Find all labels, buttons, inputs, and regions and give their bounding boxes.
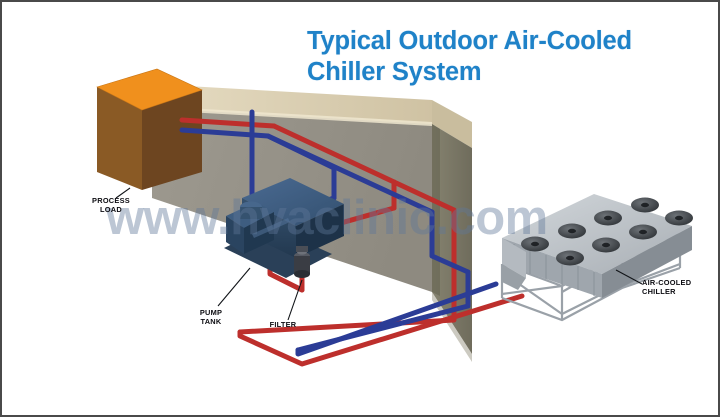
pump-tank-unit bbox=[224, 178, 344, 278]
air-cooled-chiller-unit bbox=[500, 194, 693, 322]
page-title: Typical Outdoor Air-Cooled Chiller Syste… bbox=[307, 27, 632, 87]
label-air-cooled-chiller: AIR-COOLED CHILLER bbox=[642, 278, 692, 297]
filter-unit bbox=[294, 246, 310, 278]
process-load-unit bbox=[96, 68, 203, 190]
callout-leader-lines bbox=[115, 187, 643, 321]
fan-array bbox=[521, 197, 693, 266]
label-pump-tank: PUMP TANK bbox=[199, 308, 223, 327]
label-filter: FILTER bbox=[269, 320, 297, 329]
label-process-load: PROCESS LOAD bbox=[92, 196, 130, 215]
